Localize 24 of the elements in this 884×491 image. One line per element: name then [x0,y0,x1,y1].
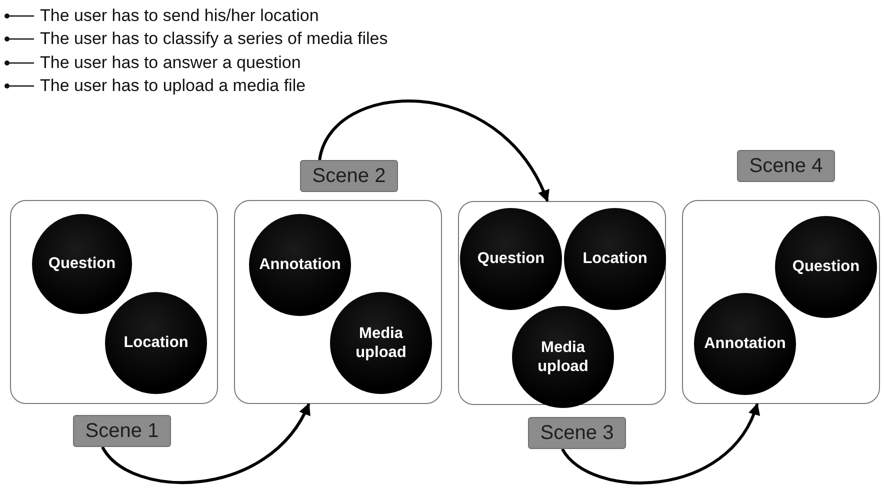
curved-arrow [318,100,549,202]
curved-arrow [101,402,310,484]
scene-panel [10,200,218,404]
scene-panel [682,200,880,404]
task-circle: Location [564,208,666,310]
scene-label: Scene 4 [737,150,835,182]
scene-panel [458,201,666,405]
task-circle: Location [105,292,207,394]
legend-text: The user has to upload a media file [40,76,306,96]
task-circle: Media upload [512,306,614,408]
task-circle: Question [775,216,877,318]
scene-label: Scene 1 [73,415,171,447]
legend-text: The user has to send his/her location [40,6,319,26]
task-circle: Annotation [249,214,351,316]
task-circle: Question [32,214,132,314]
task-circle: Annotation [694,293,796,395]
legend-text: The user has to classify a series of media files [40,29,388,50]
task-circle: Question [460,208,562,310]
scene-label: Scene 2 [300,160,398,192]
scene-label: Scene 3 [528,417,626,449]
curved-arrow [561,402,759,484]
scene-panel [234,200,442,404]
legend-text: The user has to answer a question [40,52,301,73]
task-circle: Media upload [330,292,432,394]
